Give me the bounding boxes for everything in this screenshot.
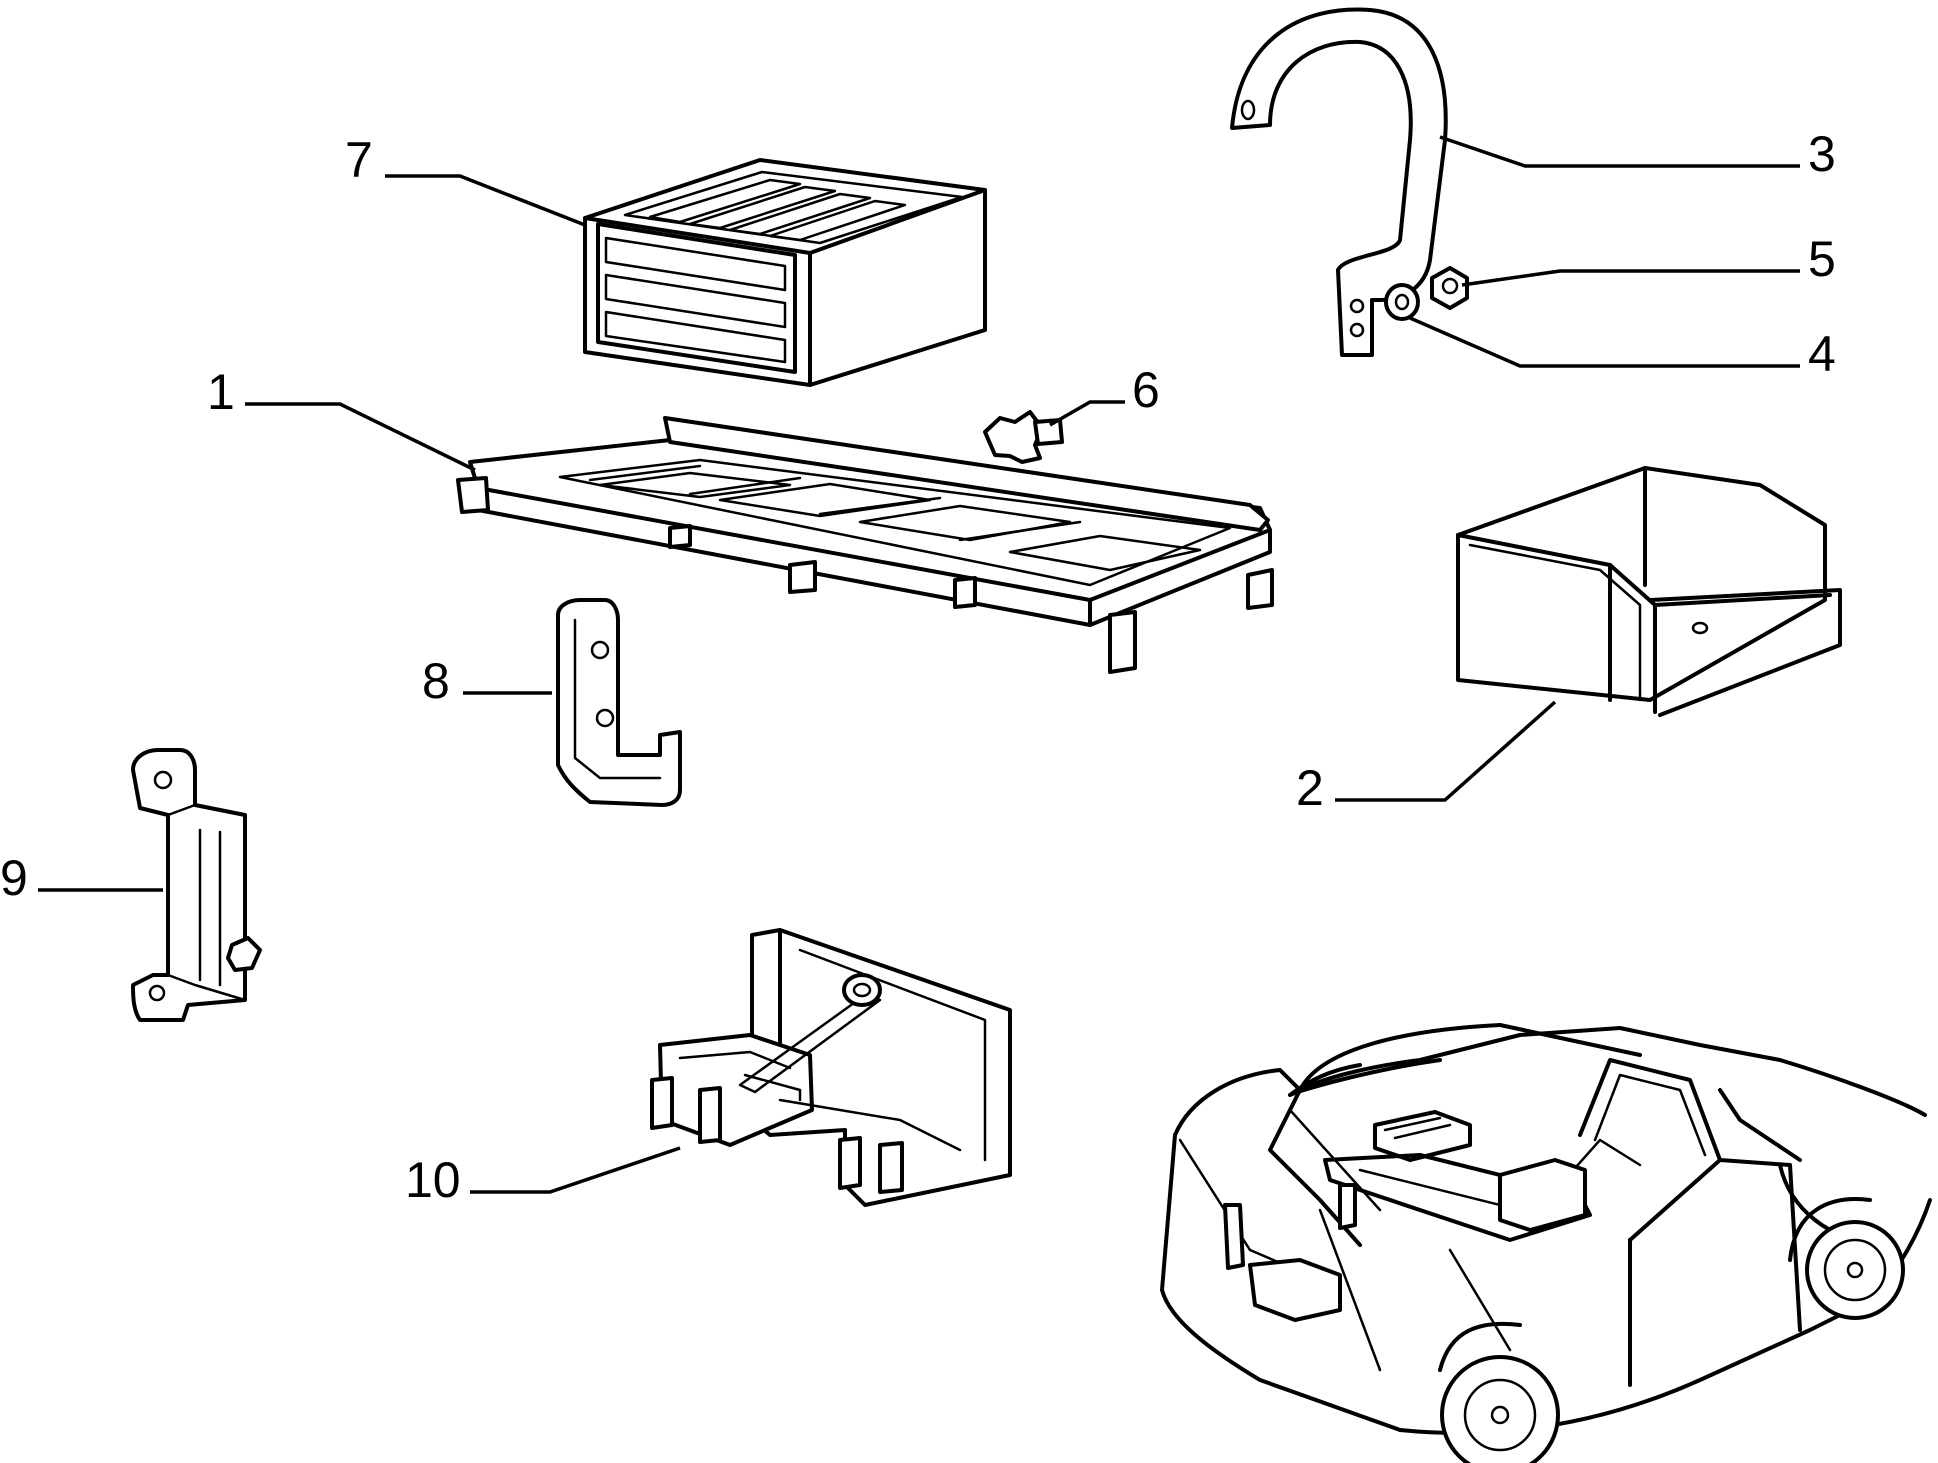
car-installation-view [1160, 1023, 1932, 1463]
callout-4: 4 [1808, 326, 1836, 382]
callout-6: 6 [1132, 362, 1160, 418]
callout-7: 7 [345, 132, 373, 188]
callout-1: 1 [207, 364, 235, 420]
part-9-side-bracket [131, 748, 262, 1022]
callout-5: 5 [1808, 231, 1836, 287]
part-6-knob-screw [983, 410, 1064, 464]
part-5-nut [1430, 266, 1469, 310]
callout-9: 9 [0, 850, 28, 906]
part-7-crate-box [583, 158, 987, 387]
callout-2: 2 [1296, 760, 1324, 816]
part-callouts: 7 3 5 4 6 1 8 2 9 10 [0, 126, 1836, 1208]
part-10-folding-support [650, 928, 1012, 1207]
part-4-washer [1384, 283, 1420, 321]
part-2-storage-tray [1456, 466, 1842, 717]
part-8-hook-bracket [556, 598, 682, 807]
callout-8: 8 [422, 653, 450, 709]
callout-3: 3 [1808, 126, 1836, 182]
leader-lines [38, 135, 1800, 1194]
callout-10: 10 [405, 1152, 461, 1208]
part-1-rack-frame [456, 416, 1274, 674]
part-3-hook-strap [1230, 7, 1448, 357]
